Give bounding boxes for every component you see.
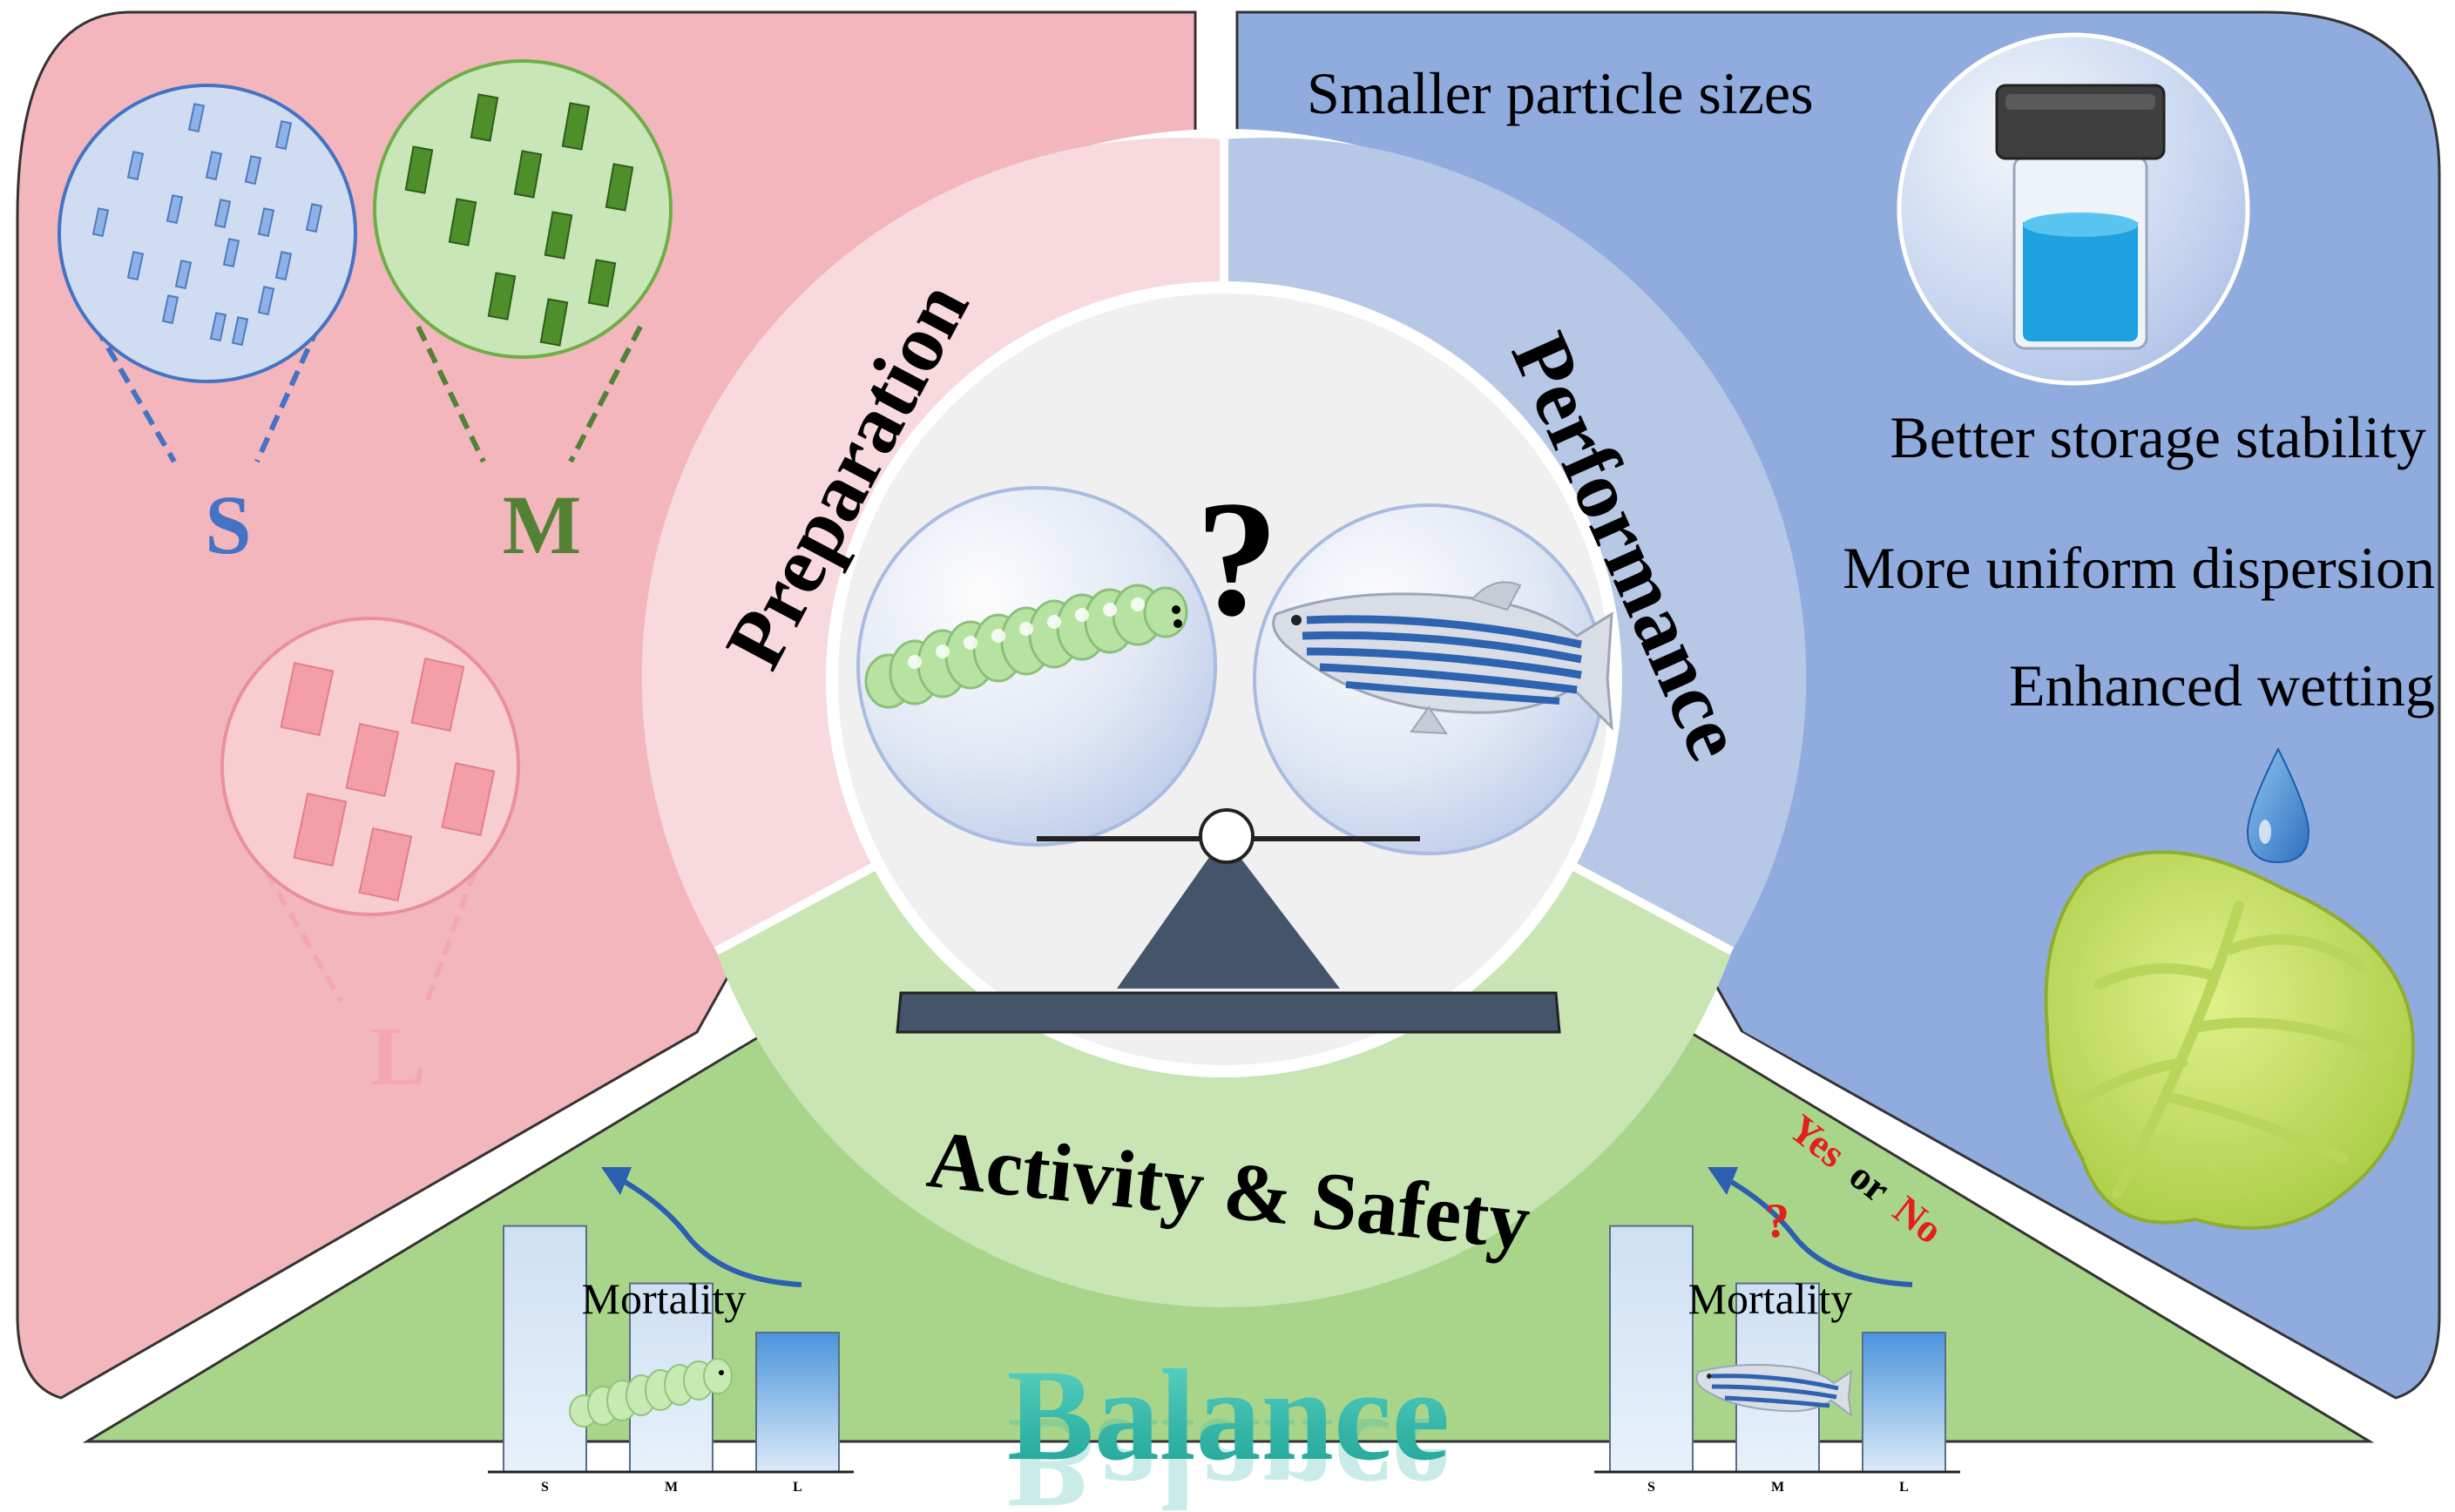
size-label-small: S (205, 478, 251, 571)
fish-bubble (1253, 503, 1613, 855)
large-particles-magnifier (220, 617, 520, 1003)
zebrafish-icon (1272, 581, 1613, 735)
medium-particles-magnifier (373, 59, 673, 463)
right-mortality-label: Mortality (1688, 1274, 1853, 1323)
leaf-wetting-illustration (2044, 746, 2416, 1230)
left-mortality-label: Mortality (582, 1274, 747, 1323)
left-tick-label-m: M (665, 1480, 678, 1495)
left-tick-label-l: L (793, 1480, 802, 1495)
right-tick-label-s: S (1647, 1480, 1655, 1495)
panel-dividers (46, 0, 2411, 1434)
right-tick-label-l: L (1899, 1480, 1909, 1495)
center-question-mark: ? (1196, 468, 1279, 651)
left-bar-l (755, 1332, 840, 1473)
balance-reflection: Balance (1007, 1391, 1450, 1512)
size-label-medium: M (503, 478, 582, 571)
center-disc (826, 281, 1622, 1077)
right-bar-l (1862, 1332, 1946, 1473)
larva-bubble (856, 486, 1217, 847)
right-tick-label-m: M (1771, 1480, 1784, 1495)
small-particles-magnifier (57, 84, 357, 463)
point-enhanced-wetting: Enhanced wetting (2009, 652, 2435, 719)
vial-icon (1995, 84, 2166, 350)
storage-vial-bubble (1897, 32, 2250, 386)
size-label-large: L (370, 1009, 426, 1103)
water-drop-icon (2246, 746, 2310, 864)
bottom-zebrafish-icon (1695, 1363, 1853, 1418)
left-tick-label-s: S (541, 1480, 549, 1495)
left-bar-s (503, 1225, 587, 1474)
point-uniform-dispersion: More uniform dispersion (1843, 535, 2435, 601)
larva-icon (864, 584, 1188, 709)
bottom-larva-icon (569, 1358, 733, 1428)
balance-title: Balance (1007, 1343, 1450, 1488)
point-storage-stability: Better storage stability (1890, 404, 2426, 470)
left-trend-arrow (601, 1167, 802, 1287)
seesaw (896, 808, 1561, 1034)
yes-no-question-mark: ? (1765, 1194, 1789, 1248)
right-trend-arrow (1708, 1167, 1913, 1287)
point-smaller-particle-sizes: Smaller particle sizes (1307, 60, 1814, 126)
right-bar-s (1609, 1225, 1694, 1474)
